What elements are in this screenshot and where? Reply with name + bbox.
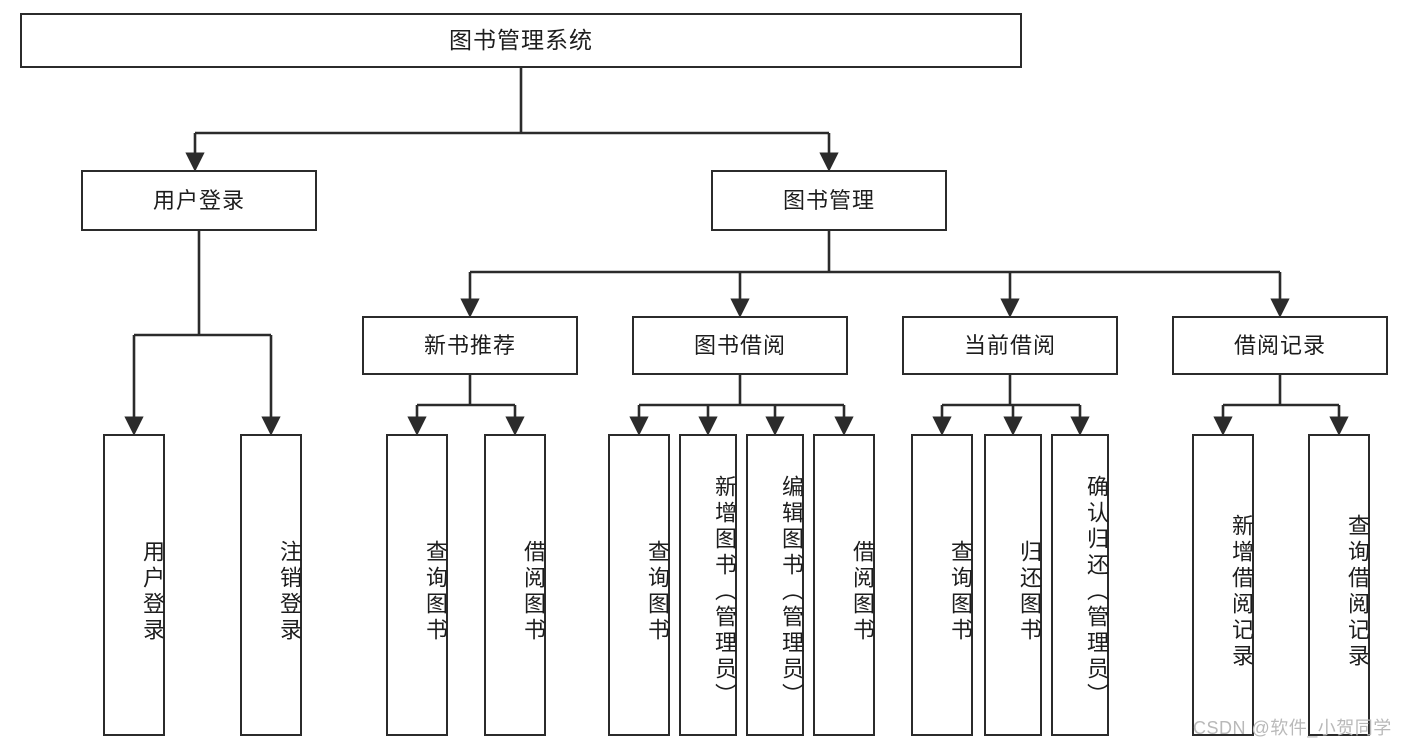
node-leaf-edit-book-admin-label: 编辑图书（管理员） — [779, 475, 804, 709]
node-leaf-add-book-admin[interactable]: 新增图书（管理员） — [679, 434, 737, 736]
node-leaf-add-borrow-record-label: 新增借阅记录 — [1229, 514, 1254, 670]
node-leaf-logout-label: 注销登录 — [277, 540, 302, 644]
node-leaf-return-book[interactable]: 归还图书 — [984, 434, 1042, 736]
node-new-book-rec[interactable]: 新书推荐 — [362, 316, 578, 375]
node-current-borrow-label: 当前借阅 — [963, 332, 1056, 358]
node-leaf-user-login-label: 用户登录 — [140, 540, 165, 644]
node-new-book-rec-label: 新书推荐 — [423, 332, 516, 358]
node-leaf-cur-query-book-label: 查询图书 — [948, 540, 973, 644]
node-leaf-rec-borrow-book-label: 借阅图书 — [521, 540, 546, 644]
node-book-manage[interactable]: 图书管理 — [711, 170, 947, 231]
node-book-manage-label: 图书管理 — [782, 187, 875, 213]
node-leaf-edit-book-admin[interactable]: 编辑图书（管理员） — [746, 434, 804, 736]
node-borrow-record[interactable]: 借阅记录 — [1172, 316, 1388, 375]
node-leaf-add-borrow-record[interactable]: 新增借阅记录 — [1192, 434, 1254, 736]
node-leaf-rec-query-book-label: 查询图书 — [423, 540, 448, 644]
node-leaf-add-book-admin-label: 新增图书（管理员） — [712, 475, 737, 709]
node-leaf-borrow-book-label: 借阅图书 — [850, 540, 875, 644]
node-book-borrow[interactable]: 图书借阅 — [632, 316, 848, 375]
node-user-login[interactable]: 用户登录 — [81, 170, 317, 231]
node-leaf-logout[interactable]: 注销登录 — [240, 434, 302, 736]
node-leaf-user-login[interactable]: 用户登录 — [103, 434, 165, 736]
node-leaf-cur-query-book[interactable]: 查询图书 — [911, 434, 973, 736]
node-leaf-borrow-query-book-label: 查询图书 — [645, 540, 670, 644]
node-leaf-return-book-label: 归还图书 — [1017, 540, 1042, 644]
csdn-watermark: CSDN @软件_小贺同学 — [1193, 718, 1392, 738]
node-leaf-borrow-book[interactable]: 借阅图书 — [813, 434, 875, 736]
node-leaf-query-borrow-record-label: 查询借阅记录 — [1345, 514, 1370, 670]
node-user-login-label: 用户登录 — [152, 187, 245, 213]
node-leaf-rec-query-book[interactable]: 查询图书 — [386, 434, 448, 736]
node-leaf-confirm-return-admin-label: 确认归还（管理员） — [1084, 475, 1109, 709]
node-root[interactable]: 图书管理系统 — [20, 13, 1022, 68]
node-leaf-query-borrow-record[interactable]: 查询借阅记录 — [1308, 434, 1370, 736]
node-current-borrow[interactable]: 当前借阅 — [902, 316, 1118, 375]
node-leaf-confirm-return-admin[interactable]: 确认归还（管理员） — [1051, 434, 1109, 736]
node-root-label: 图书管理系统 — [449, 27, 593, 54]
node-borrow-record-label: 借阅记录 — [1233, 332, 1326, 358]
node-book-borrow-label: 图书借阅 — [693, 332, 786, 358]
node-leaf-rec-borrow-book[interactable]: 借阅图书 — [484, 434, 546, 736]
node-leaf-borrow-query-book[interactable]: 查询图书 — [608, 434, 670, 736]
